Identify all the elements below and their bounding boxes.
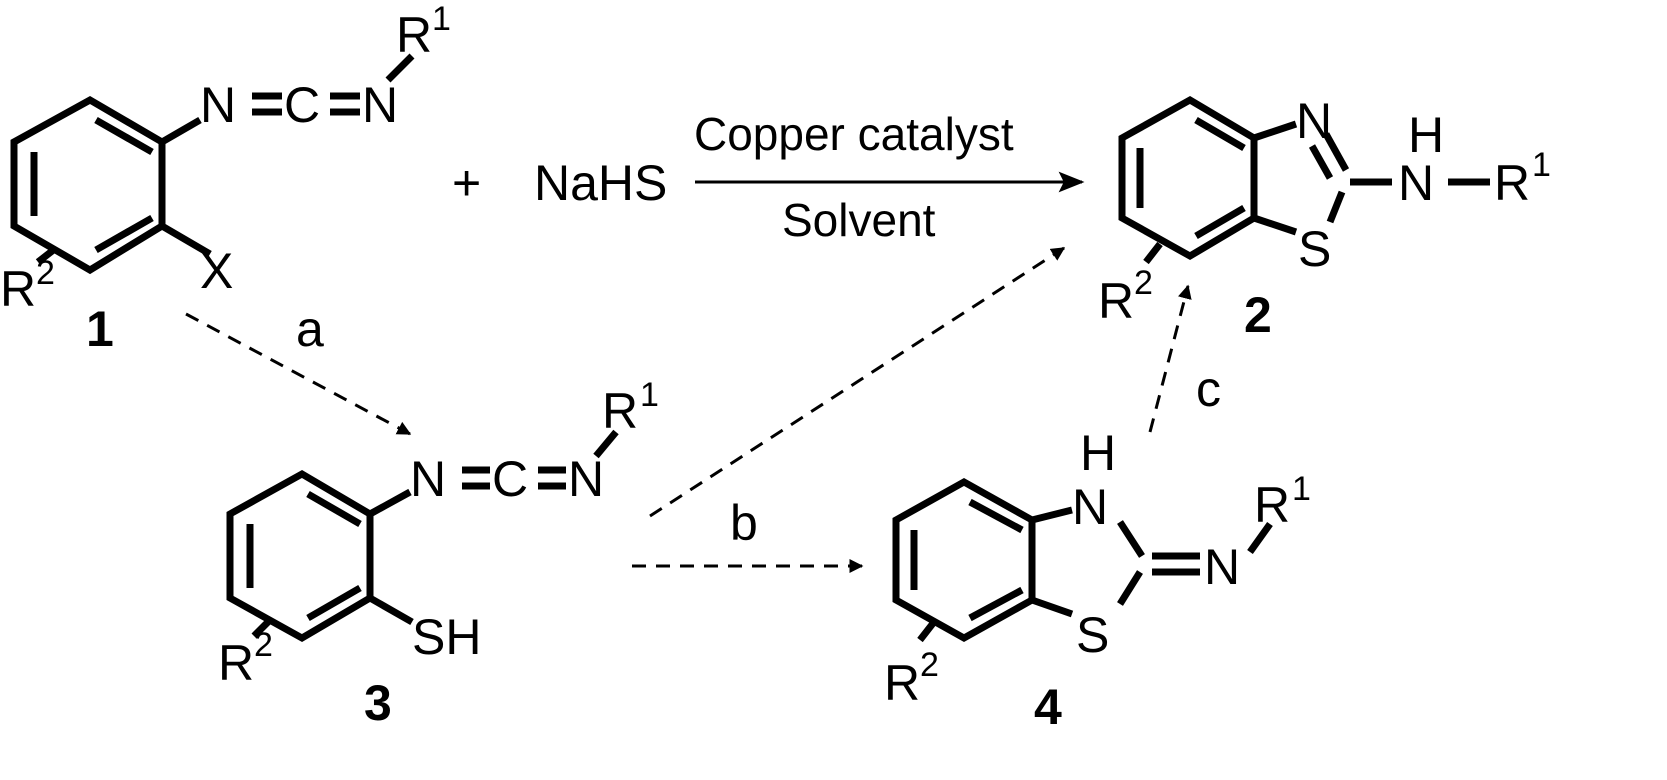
- compound-4-r1-sup: 1: [1292, 470, 1311, 508]
- compound-2-n: N: [1296, 93, 1332, 149]
- compound-1-r2-sup: 2: [36, 254, 55, 292]
- compound-3: N C N R 1 SH R 2 3: [218, 376, 659, 731]
- compound-2-label: 2: [1244, 287, 1272, 343]
- condition-catalyst: Copper catalyst: [694, 108, 1014, 160]
- reagent-nahs: NaHS: [534, 155, 667, 211]
- compound-3-r2-sup: 2: [254, 626, 273, 664]
- plus-sign: +: [452, 155, 481, 211]
- compound-1-r1: R: [396, 7, 432, 63]
- compound-2-nh: N: [1398, 155, 1434, 211]
- pathway-a-label: a: [296, 301, 324, 357]
- pathway-c-arrow: [1148, 284, 1192, 433]
- compound-1-r1-sup: 1: [432, 0, 451, 38]
- compound-4-r1: R: [1254, 477, 1290, 533]
- compound-3-sh: SH: [412, 609, 481, 665]
- compound-1-label: 1: [86, 301, 114, 357]
- compound-4-nh: N: [1072, 479, 1108, 535]
- compound-3-n2: N: [568, 451, 604, 507]
- compound-4-label: 4: [1034, 679, 1062, 735]
- compound-3-r1-sup: 1: [640, 376, 659, 414]
- compound-1-n2: N: [362, 77, 398, 133]
- condition-solvent: Solvent: [782, 194, 936, 246]
- compound-1-r2: R: [0, 261, 36, 317]
- compound-3-c: C: [492, 451, 528, 507]
- pathway-a-arrow: [185, 312, 412, 436]
- pathway-b: b: [632, 495, 864, 573]
- compound-1: N C N R 1 X R 2 1: [0, 0, 451, 357]
- compound-4-n-imine: N: [1204, 539, 1240, 595]
- pathway-c: c: [1148, 284, 1221, 433]
- compound-2-r2: R: [1098, 273, 1134, 329]
- compound-1-x: X: [200, 243, 233, 299]
- compound-1-c: C: [284, 77, 320, 133]
- compound-3-label: 3: [364, 675, 392, 731]
- pathway-direct-arrow: [649, 246, 1066, 518]
- compound-2-r1-sup: 1: [1532, 146, 1551, 184]
- compound-4-h: H: [1080, 425, 1116, 481]
- pathway-c-label: c: [1196, 361, 1221, 417]
- pathway-b-label: b: [730, 495, 758, 551]
- compound-2-r1: R: [1494, 155, 1530, 211]
- compound-4-r2: R: [884, 655, 920, 711]
- compound-2-s: S: [1298, 221, 1331, 277]
- compound-3-n1: N: [410, 451, 446, 507]
- compound-4-s: S: [1076, 607, 1109, 663]
- pathway-direct: [649, 246, 1066, 518]
- pathway-a: a: [185, 301, 412, 436]
- compound-3-r1: R: [602, 383, 638, 439]
- compound-2-h: H: [1408, 107, 1444, 163]
- compound-4-r2-sup: 2: [920, 646, 939, 684]
- reagent-group: + NaHS Copper catalyst Solvent: [452, 108, 1085, 246]
- compound-2-r2-sup: 2: [1134, 264, 1153, 302]
- compound-1-n1: N: [200, 77, 236, 133]
- compound-4: H N S N R 1 R 2 4: [884, 425, 1311, 735]
- compound-3-r2: R: [218, 635, 254, 691]
- compound-2: N S H N R 1 R 2 2: [1098, 93, 1551, 343]
